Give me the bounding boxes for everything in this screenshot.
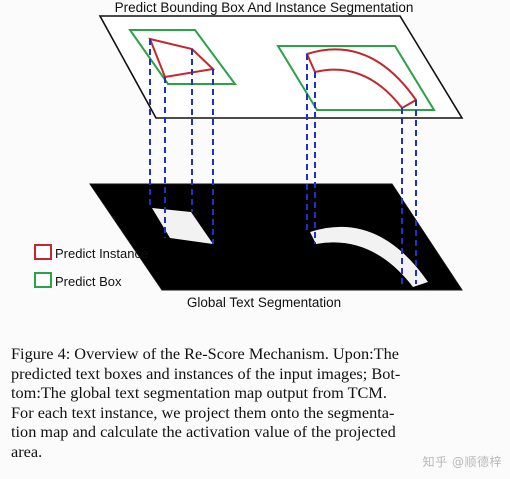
bottom-plane-title: Global Text Segmentation: [187, 295, 341, 310]
caption-line: Figure 4: Overview of the Re-Score Mecha…: [11, 344, 399, 363]
legend-box-label: Predict Box: [55, 274, 122, 289]
segmentation-map: [89, 183, 463, 291]
caption-line: For each text instance, we project them …: [11, 402, 395, 422]
legend-box-swatch: [34, 272, 52, 288]
caption-line: area.: [11, 441, 43, 461]
legend-instance-swatch: [34, 244, 52, 260]
predict-instance-right: [306, 48, 417, 109]
figure-caption: Figure 4: Overview of the Re-Score Mecha…: [11, 344, 503, 461]
caption-line: tion map and calculate the activation va…: [11, 422, 396, 441]
segment-region-left: [152, 208, 213, 244]
predict-box-left: [128, 29, 237, 85]
prediction-plane: [98, 15, 464, 119]
caption-line: predicted text boxes and instances of th…: [11, 363, 401, 383]
legend-instance-label: Predict Instance: [55, 246, 148, 261]
watermark: 知乎 @顺德梓: [422, 455, 502, 469]
segment-region-right: [310, 226, 428, 287]
caption-line: tom:The global text segmentation map out…: [11, 383, 387, 402]
legend: Predict Instance Predict Box: [34, 244, 148, 289]
predict-box-right: [276, 45, 436, 111]
projection-lines: [149, 39, 417, 287]
top-plane-title: Predict Bounding Box And Instance Segmen…: [115, 0, 414, 15]
